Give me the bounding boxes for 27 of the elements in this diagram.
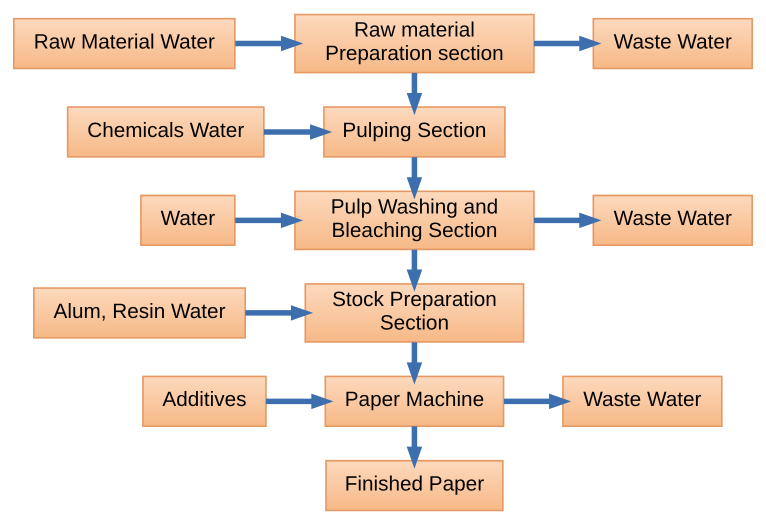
node-box: Alum, Resin Water [33,286,246,338]
arrow [406,156,422,199]
node-box: Water [140,194,236,246]
arrow [406,249,422,292]
node-box: Additives [142,375,267,427]
arrow [406,342,422,384]
node-box: Raw material Preparation section [294,13,535,73]
node-box: Pulping Section [323,106,506,158]
arrow [406,426,422,468]
node-box: Paper Machine [324,375,504,427]
node-box: Stock Preparation Section [304,282,524,342]
arrow [406,72,422,115]
arrow [264,124,332,140]
arrow [504,393,572,409]
node-box: Finished Paper [325,459,504,511]
arrow [534,212,602,228]
arrow [534,35,602,51]
arrow [266,393,334,409]
node-box: Waste Water [562,375,723,427]
arrow [235,35,304,51]
node-box: Waste Water [592,194,754,246]
node-box: Pulp Washing and Bleaching Section [294,190,535,250]
arrow [245,304,314,320]
arrow [235,212,304,228]
node-box: Waste Water [592,17,754,69]
node-box: Raw Material Water [12,17,236,69]
node-box: Chemicals Water [66,106,265,158]
